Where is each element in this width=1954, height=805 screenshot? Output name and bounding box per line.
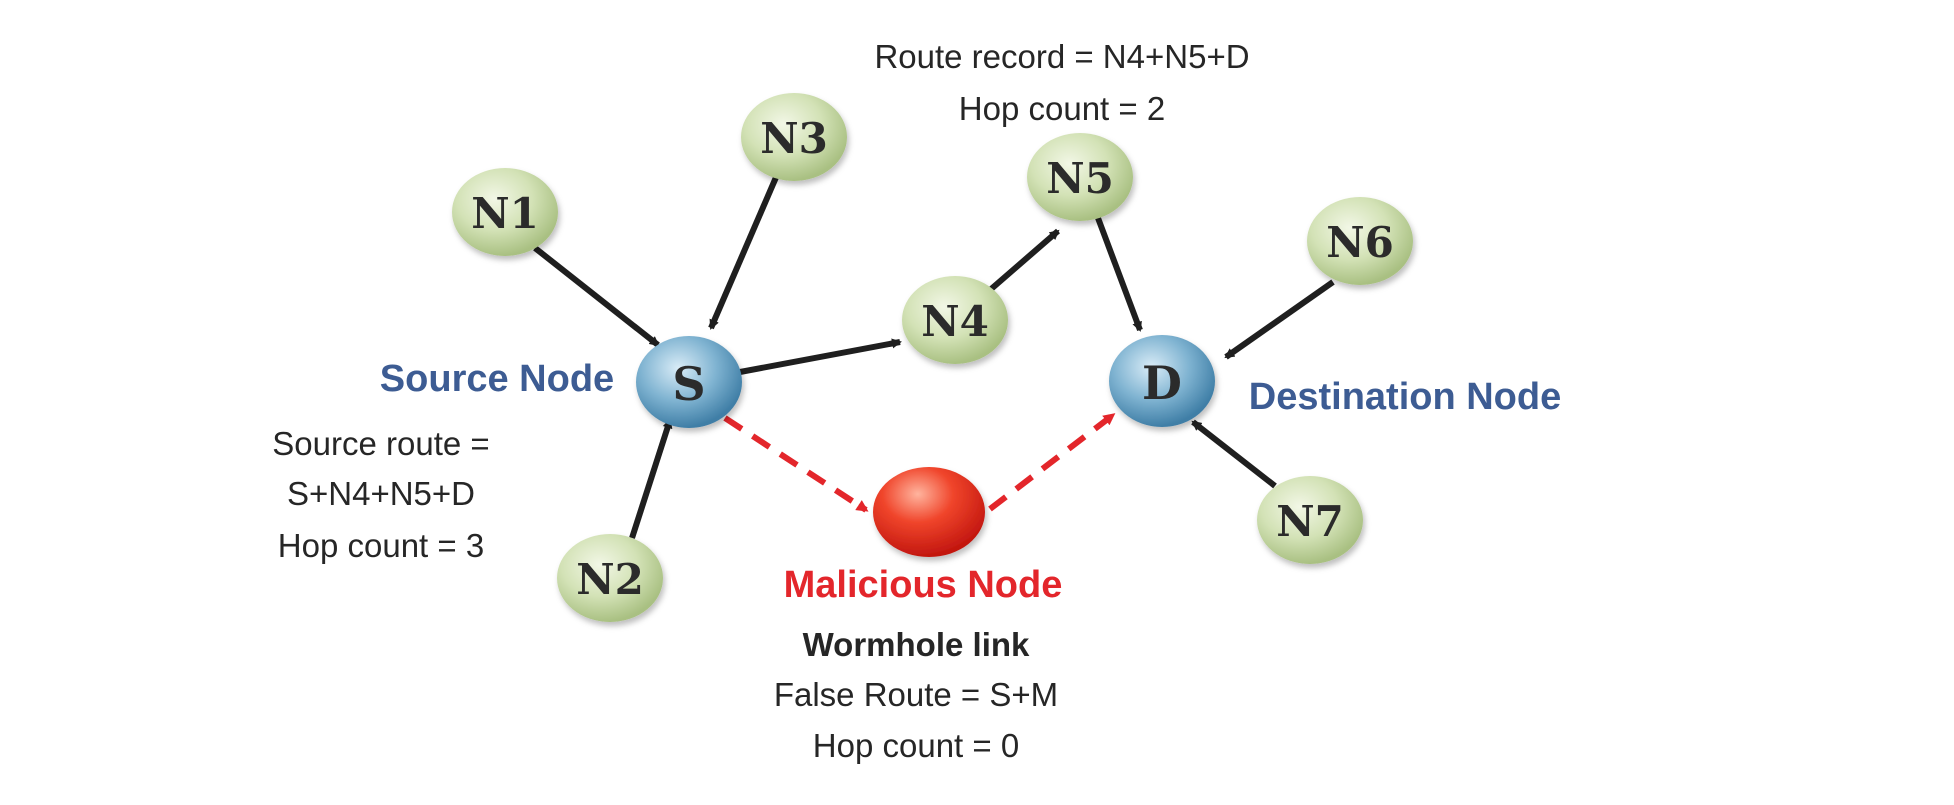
link-n3-s [708, 173, 780, 330]
node-n3-circle [741, 93, 847, 181]
node-n1-circle [452, 168, 558, 256]
node-n4-circle [902, 276, 1008, 364]
false-route-text: False Route = S+M [774, 676, 1058, 713]
route-hop-count-text: Hop count = 2 [959, 90, 1165, 127]
node-n1-label: N1 [471, 189, 539, 238]
node-s-label: S [672, 357, 705, 411]
wormhole-link-m-d [988, 412, 1116, 512]
node-n2-circle [557, 534, 663, 622]
node-n5 [1027, 133, 1133, 221]
node-n7-circle [1257, 476, 1363, 564]
node-n6-circle [1307, 197, 1413, 285]
link-n1-s [533, 245, 660, 348]
node-s [636, 336, 742, 428]
source-route-line1: Source route = [272, 425, 489, 462]
source-node-label: Source Node [380, 358, 614, 400]
link-s-n4 [739, 338, 902, 375]
normal-links [533, 173, 1335, 539]
link-n7-d [1191, 419, 1277, 489]
destination-node-label: Destination Node [1249, 376, 1561, 418]
link-n2-s [629, 418, 673, 539]
node-n4 [902, 276, 1008, 364]
node-n3 [741, 93, 847, 181]
link-n6-d [1224, 279, 1335, 360]
node-n1 [452, 168, 558, 256]
wormhole-links [723, 412, 1116, 513]
link-n5-d [1095, 216, 1143, 332]
wormhole-link-s-m [723, 415, 869, 513]
malicious-node-label: Malicious Node [784, 564, 1063, 606]
node-n7-label: N7 [1276, 497, 1344, 546]
malicious-node-circle [873, 467, 985, 557]
wormhole-link-text: Wormhole link [803, 626, 1030, 663]
node-n5-label: N5 [1046, 154, 1114, 203]
false-hop-count-text: Hop count = 0 [813, 727, 1019, 764]
malicious-node [873, 467, 985, 557]
route-record-text: Route record = N4+N5+D [874, 38, 1249, 75]
node-d [1109, 335, 1215, 427]
node-d-circle [1109, 335, 1215, 427]
node-n2 [557, 534, 663, 622]
link-n4-n5 [988, 228, 1060, 293]
node-n2-label: N2 [576, 555, 644, 604]
node-n4-label: N4 [921, 297, 989, 346]
node-n7 [1257, 476, 1363, 564]
node-d-label: D [1142, 356, 1182, 410]
source-hop-count-text: Hop count = 3 [278, 527, 484, 564]
node-s-circle [636, 336, 742, 428]
node-n6-label: N6 [1326, 218, 1394, 267]
source-route-line2: S+N4+N5+D [287, 475, 475, 512]
node-n5-circle [1027, 133, 1133, 221]
node-n3-label: N3 [760, 114, 828, 163]
node-n6 [1307, 197, 1413, 285]
